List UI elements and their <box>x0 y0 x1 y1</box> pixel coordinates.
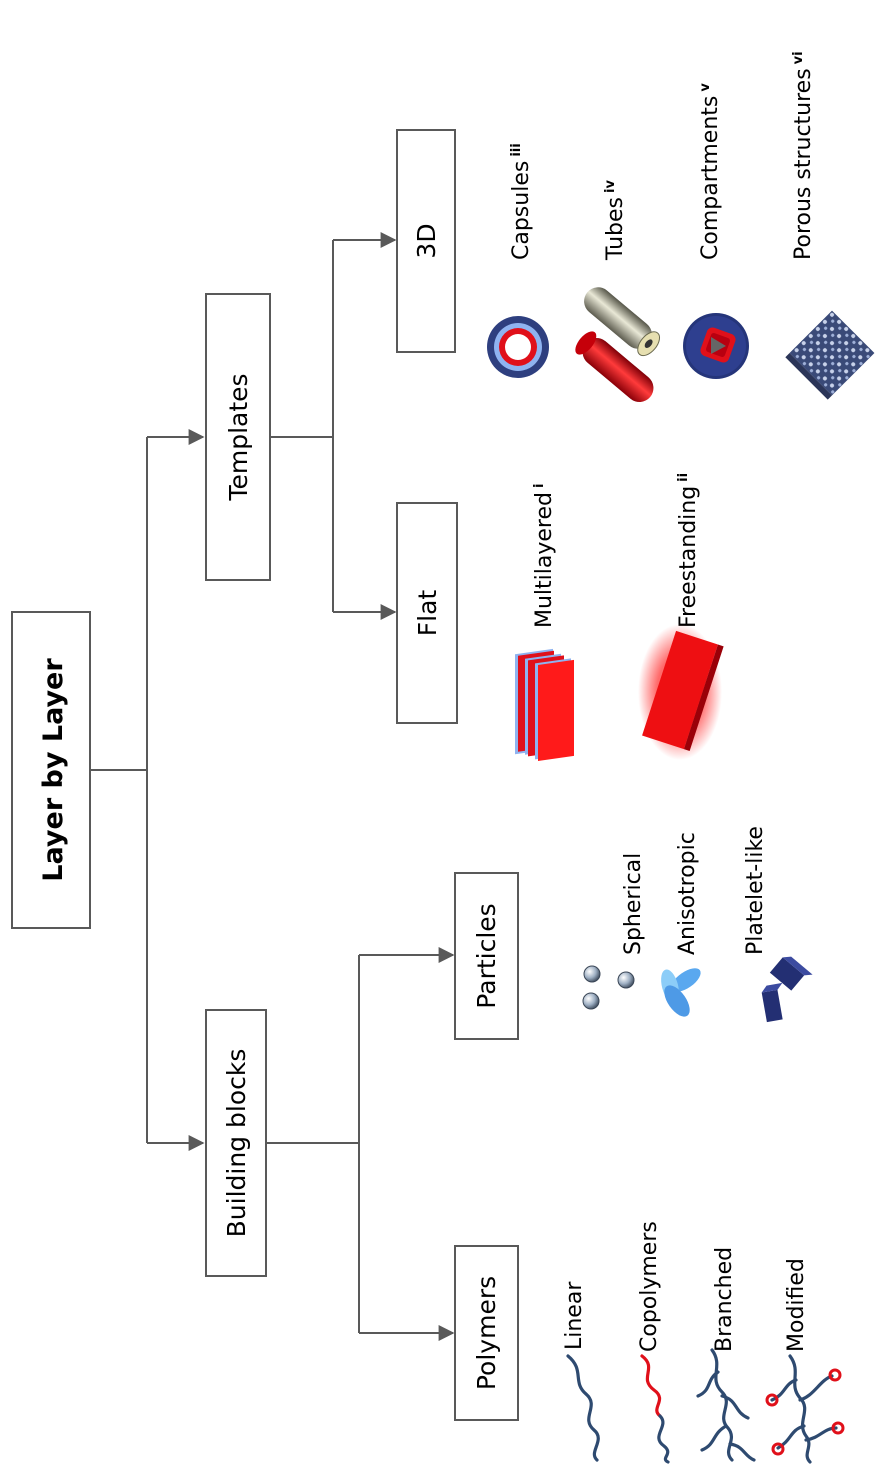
templates-box <box>205 293 271 581</box>
tubes-illustration <box>575 287 661 402</box>
capsules-label: Capsulesiii <box>509 143 534 260</box>
linear-polymer-illustration <box>566 1354 600 1462</box>
spherical-label: Spherical <box>621 853 646 955</box>
root-label: Layer by Layer <box>38 658 69 882</box>
three-d-label: 3D <box>412 223 441 258</box>
root-box <box>11 611 91 929</box>
polymers-node: Polymers <box>454 1245 519 1421</box>
platelet-like-label: Platelet-like <box>743 826 768 955</box>
freestanding-label: Freestandingii <box>676 473 701 628</box>
flat-items: Multilayeredi Freestandingii <box>532 473 701 628</box>
particles-node: Particles <box>454 872 519 1040</box>
anisotropic-particles-illustration <box>661 968 701 1017</box>
multilayered-illustration <box>515 648 574 761</box>
particles-label: Particles <box>472 903 501 1008</box>
polymers-box <box>454 1245 519 1421</box>
templates-label: Templates <box>224 373 253 501</box>
flat-node: Flat <box>396 502 458 724</box>
modified-label: Modified <box>784 1258 809 1352</box>
linear-label: Linear <box>562 1281 587 1350</box>
platelet-like-particles-illustration <box>761 956 813 1023</box>
porous-structures-illustration <box>785 310 875 400</box>
flat-box <box>396 502 458 724</box>
branched-polymer-illustration <box>696 1348 756 1462</box>
spherical-particles-illustration <box>582 965 635 1010</box>
polymers-label: Polymers <box>472 1276 501 1390</box>
connectors <box>90 232 455 1341</box>
particles-box <box>454 872 519 1040</box>
freestanding-illustration <box>638 624 724 760</box>
anisotropic-label: Anisotropic <box>675 832 700 955</box>
copolymers-label: Copolymers <box>637 1221 662 1352</box>
porous-structures-label: Porous structuresvi <box>791 51 816 260</box>
building-blocks-label: Building blocks <box>222 1049 251 1238</box>
polymers-items: Linear Copolymers Branched Modified <box>562 1221 809 1352</box>
compartments-label: Compartmentsv <box>698 83 723 260</box>
tubes-label: Tubesiv <box>603 180 628 261</box>
modified-polymer-illustration <box>765 1354 845 1464</box>
branched-label: Branched <box>712 1247 737 1352</box>
flat-label: Flat <box>413 590 442 637</box>
copolymer-illustration <box>640 1354 670 1464</box>
particles-items: Spherical Anisotropic Platelet-like <box>621 826 768 955</box>
three-d-node: 3D <box>396 129 456 353</box>
three-d-items: Capsulesiii Tubesiv Compartmentsv Porous… <box>509 51 816 261</box>
templates-node: Templates <box>205 293 271 581</box>
building-blocks-node: Building blocks <box>205 1009 267 1277</box>
three-d-box <box>396 129 456 353</box>
multilayered-label: Multilayeredi <box>532 484 557 628</box>
building-blocks-box <box>205 1009 267 1277</box>
root-node: Layer by Layer <box>11 611 91 929</box>
compartments-illustration <box>683 313 749 379</box>
capsule-illustration <box>487 316 549 378</box>
